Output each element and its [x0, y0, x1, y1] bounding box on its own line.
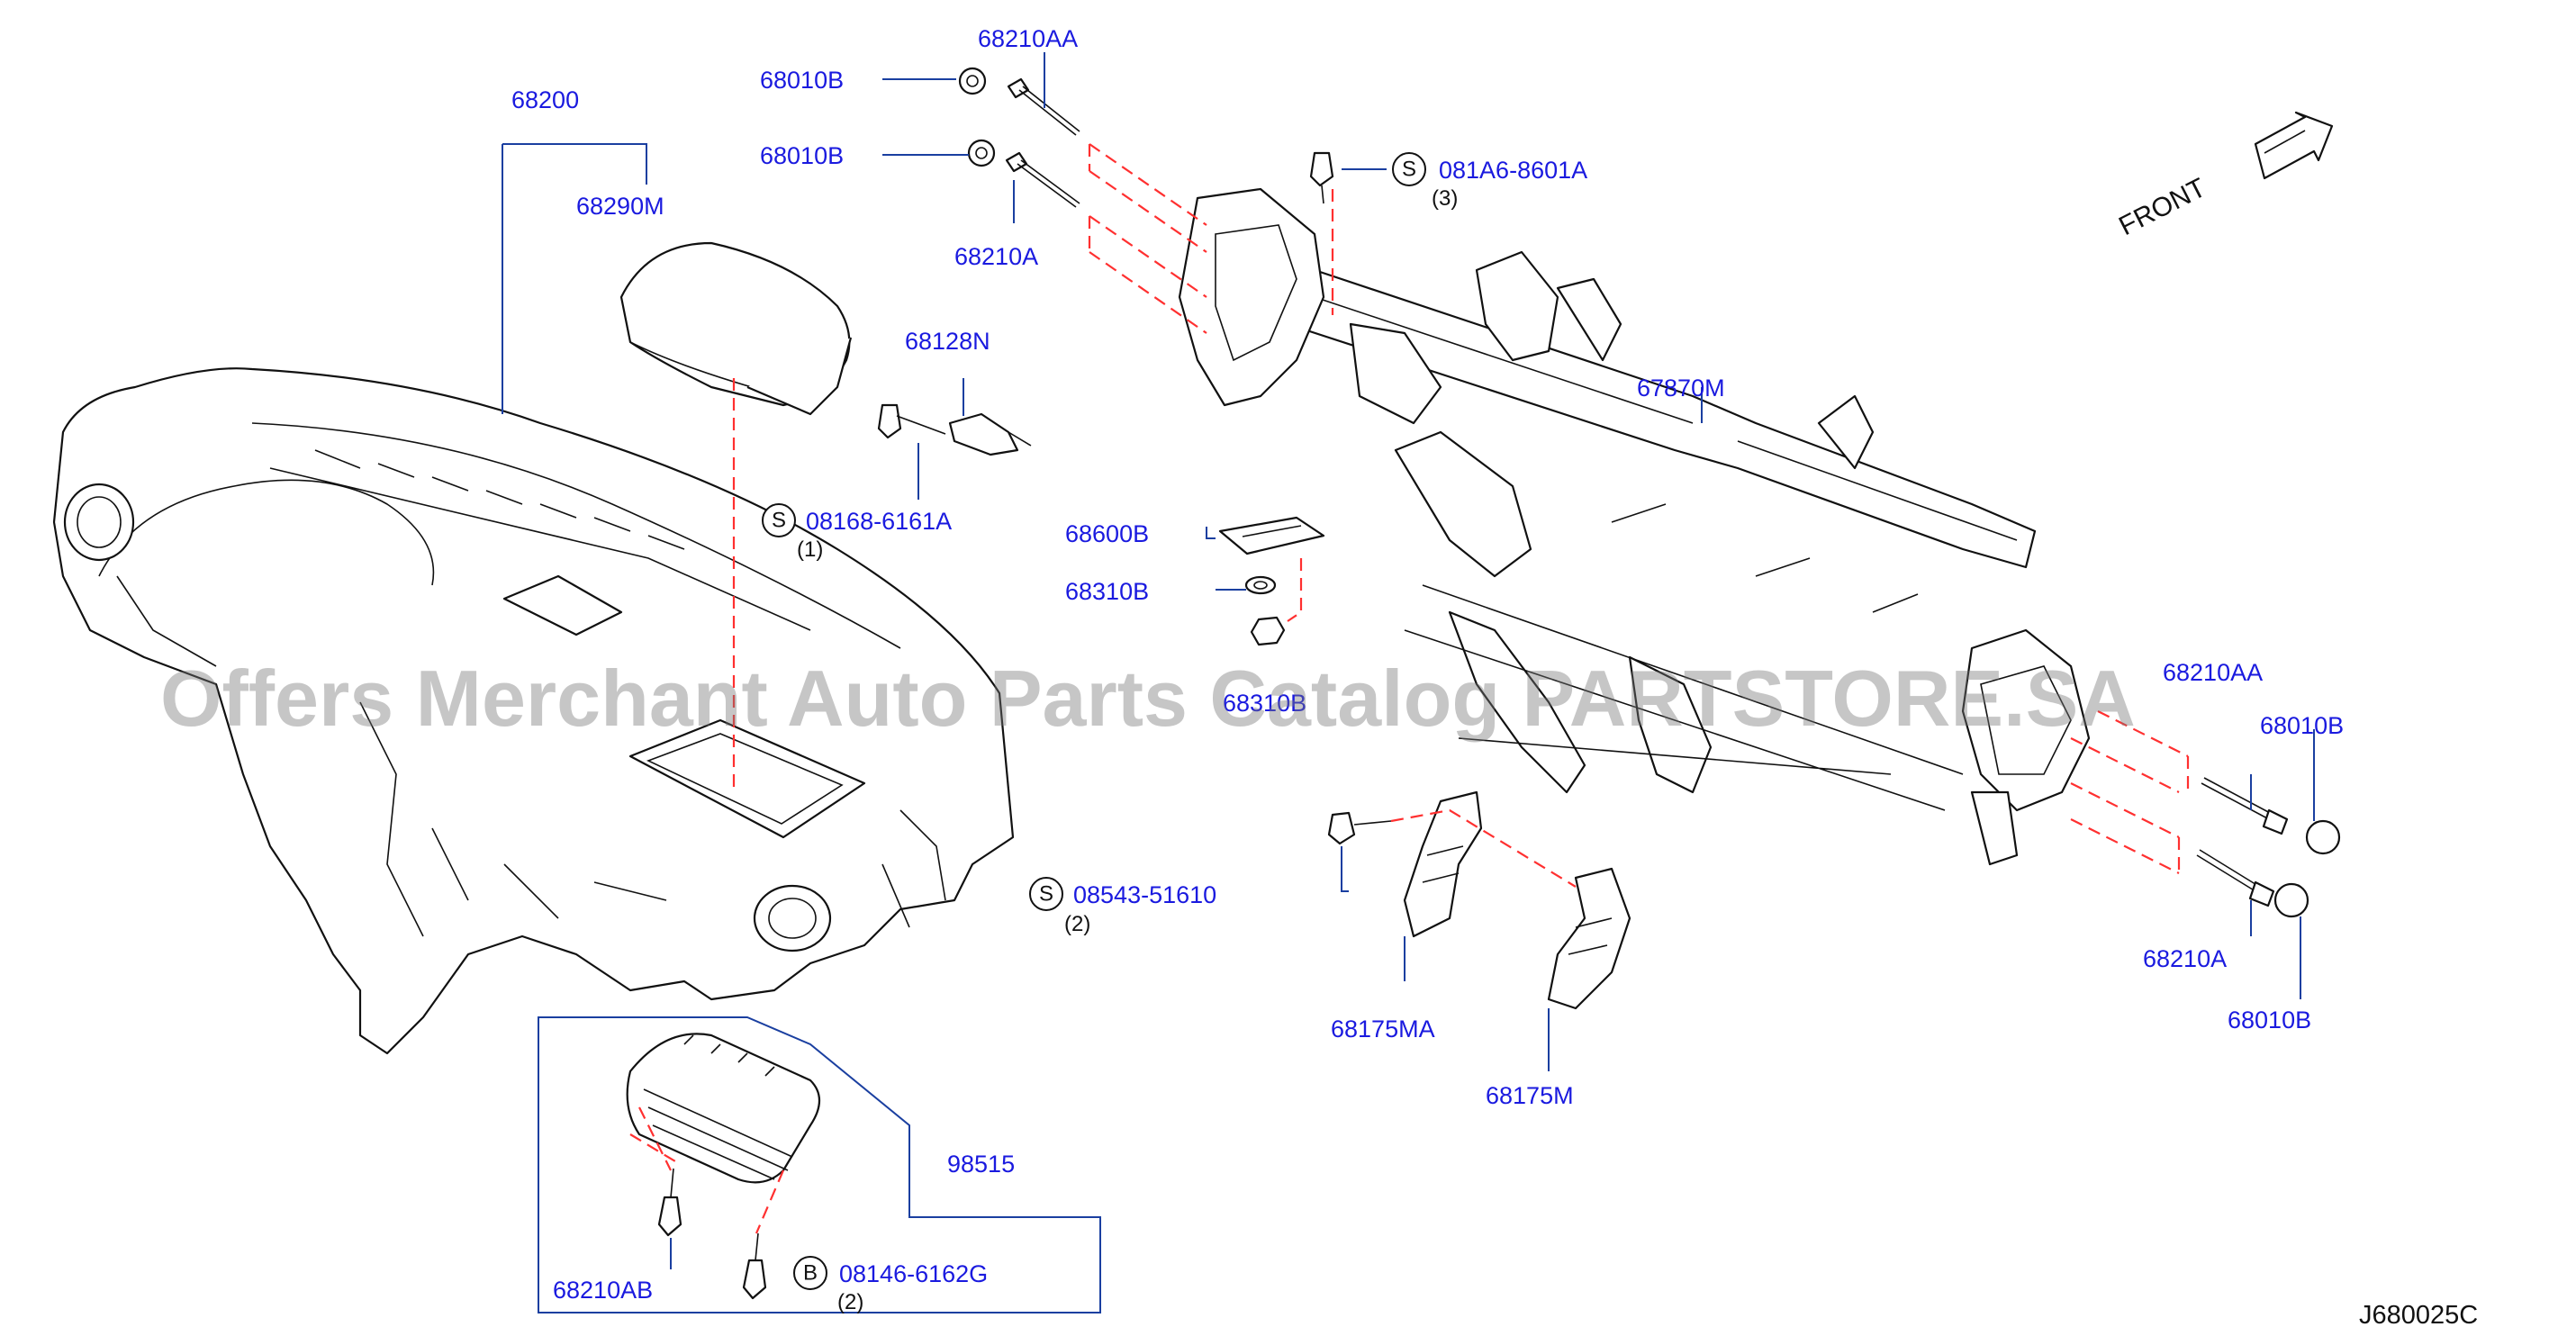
- label-68010b-top1[interactable]: 68010B: [760, 67, 844, 94]
- symbol-s-08543: S: [1039, 882, 1053, 907]
- screw-081a6-8601a[interactable]: [1309, 151, 1334, 204]
- leader-lines: [502, 52, 2315, 1313]
- bracket-68175m[interactable]: [1547, 867, 1631, 1010]
- label-68010b-right2[interactable]: 68010B: [2228, 1007, 2311, 1034]
- steering-member-67870m[interactable]: [1178, 187, 2091, 866]
- screw-68210ab[interactable]: [657, 1168, 682, 1237]
- label-68210aa-top[interactable]: 68210AA: [978, 25, 1078, 52]
- label-68128n[interactable]: 68128N: [905, 328, 990, 355]
- label-68210aa-right[interactable]: 68210AA: [2163, 659, 2263, 686]
- passenger-airbag-98515[interactable]: [626, 1033, 821, 1184]
- label-68200[interactable]: 68200: [511, 86, 579, 113]
- label-68600b[interactable]: 68600B: [1065, 520, 1149, 547]
- screw-08146-6162g[interactable]: [742, 1232, 767, 1300]
- symbol-circle-081a6: [1392, 152, 1426, 186]
- symbol-s-081a6: S: [1402, 158, 1416, 182]
- qty-081a6: (3): [1432, 186, 1458, 211]
- label-08168-6161a[interactable]: 08168-6161A: [806, 508, 952, 535]
- label-68210ab[interactable]: 68210AB: [553, 1277, 653, 1304]
- bolt-68210aa-top[interactable]: [1007, 77, 1080, 136]
- diagram-code: J680025C: [2359, 1301, 2478, 1330]
- washer-68010b-right2[interactable]: [2273, 882, 2309, 918]
- washer-68010b-top1[interactable]: [958, 67, 987, 95]
- label-68010b-right1[interactable]: 68010B: [2260, 712, 2344, 739]
- label-68310b-obscured[interactable]: 68310B: [1223, 690, 1306, 717]
- label-68310b[interactable]: 68310B: [1065, 578, 1149, 605]
- label-67870m[interactable]: 67870M: [1637, 375, 1725, 402]
- bolt-68210a-top[interactable]: [1005, 151, 1080, 208]
- label-68175ma[interactable]: 68175MA: [1331, 1016, 1435, 1043]
- screw-08168-6161a[interactable]: [877, 403, 946, 439]
- instrument-panel-assembly[interactable]: [52, 367, 1015, 1055]
- front-label: FRONT: [2114, 173, 2210, 241]
- qty-08146: (2): [837, 1290, 863, 1314]
- symbol-s-08168: S: [772, 509, 786, 533]
- label-68210a-right[interactable]: 68210A: [2143, 945, 2227, 972]
- label-68010b-top2[interactable]: 68010B: [760, 142, 844, 169]
- front-arrow-icon: [2254, 111, 2334, 180]
- screw-08543-51610[interactable]: [1327, 811, 1392, 845]
- bracket-68175ma[interactable]: [1403, 790, 1483, 938]
- labels: 68200 68290M 68210AA 68010B 68010B 68210…: [511, 25, 2478, 1330]
- assembly-dashed-lines: [629, 143, 2190, 1234]
- airbag-module-68290m[interactable]: [619, 241, 853, 416]
- qty-08543: (2): [1064, 912, 1090, 936]
- label-081a6-8601a[interactable]: 081A6-8601A: [1439, 157, 1587, 184]
- bolt-68210a-right[interactable]: [2196, 849, 2275, 907]
- label-98515[interactable]: 98515: [947, 1151, 1015, 1178]
- watermark: Offers Merchant Auto Parts Catalog PARTS…: [160, 654, 2136, 743]
- nut-68310b[interactable]: [1244, 575, 1277, 595]
- washer-68010b-right1[interactable]: [2305, 819, 2341, 855]
- label-68175m[interactable]: 68175M: [1486, 1082, 1574, 1109]
- label-68290m[interactable]: 68290M: [576, 193, 664, 220]
- symbol-b-08146: B: [803, 1261, 818, 1286]
- qty-08168: (1): [797, 537, 823, 562]
- clip-68128n[interactable]: [948, 412, 1032, 456]
- bolt-68210aa-right[interactable]: [2201, 777, 2289, 835]
- symbol-circle-08146: [793, 1256, 827, 1290]
- nut-68310b-obscured[interactable]: [1250, 616, 1286, 646]
- label-68210a-top[interactable]: 68210A: [954, 243, 1038, 270]
- label-08146-6162g[interactable]: 08146-6162G: [839, 1260, 988, 1287]
- symbol-circle-08168: [762, 503, 796, 537]
- label-08543-51610[interactable]: 08543-51610: [1073, 881, 1216, 908]
- washer-68010b-top2[interactable]: [967, 139, 996, 167]
- bracket-68600b[interactable]: [1218, 516, 1325, 555]
- symbol-circle-08543: [1029, 877, 1063, 911]
